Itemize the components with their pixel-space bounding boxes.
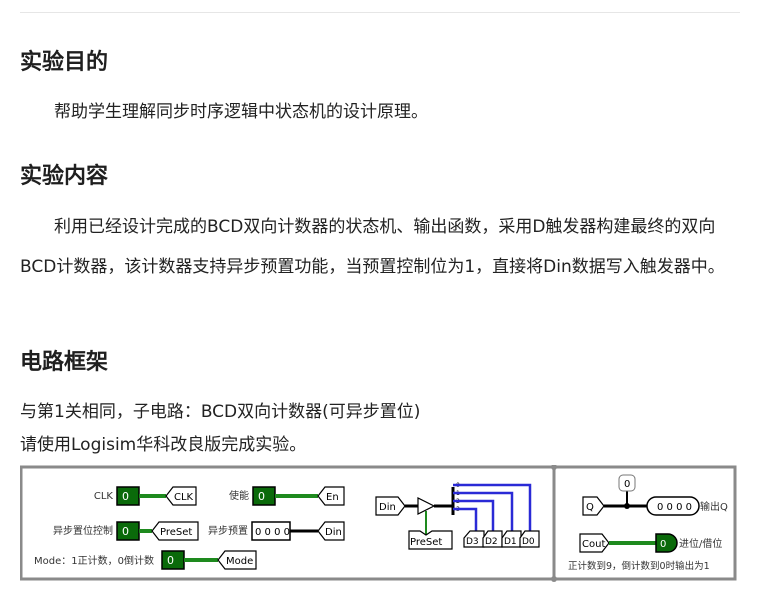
d1-tunnel: D1 xyxy=(501,530,522,548)
heading-experiment-content: 实验内容 xyxy=(20,164,109,189)
d2-tunnel: D2 xyxy=(482,530,503,548)
cout-note: 正计数到9，倒计数到0时输出为1 xyxy=(568,560,710,572)
d0-tunnel: D0 xyxy=(519,530,540,548)
svg-text:PreSet: PreSet xyxy=(410,537,442,548)
framework-line-1: 与第1关相同，子电路：BCD双向计数器(可异步置位) xyxy=(20,402,421,422)
svg-text:D1: D1 xyxy=(504,537,517,547)
clk-tunnel: CLK xyxy=(165,486,197,506)
heading-experiment-goal: 实验目的 xyxy=(20,50,109,75)
q-tunnel: Q xyxy=(582,496,605,516)
svg-text:PreSet: PreSet xyxy=(160,527,192,538)
mode-label: Mode：1正计数，0倒计数 xyxy=(34,554,154,567)
clk-label: CLK xyxy=(94,491,114,502)
svg-text:En: En xyxy=(326,492,339,503)
svg-text:0: 0 xyxy=(122,525,129,538)
svg-text:Mode: Mode xyxy=(226,556,253,567)
circuit-frame xyxy=(19,465,737,581)
goal-text: 帮助学生理解同步时序逻辑中状态机的设计原理。 xyxy=(54,102,428,122)
din-tunnel: Din xyxy=(317,521,345,541)
top-divider xyxy=(20,12,740,13)
svg-text:0 0 0 0: 0 0 0 0 xyxy=(657,502,692,513)
heading-circuit-framework: 电路框架 xyxy=(20,350,109,375)
q-output-label: 输出Q xyxy=(700,500,728,513)
cout-output-led: 0 xyxy=(655,533,678,553)
svg-text:D0: D0 xyxy=(522,537,535,547)
preset-data-pin[interactable]: 0 0 0 0 xyxy=(251,521,291,541)
enable-input-pin[interactable]: 0 xyxy=(252,486,276,506)
din-source-tunnel: Din xyxy=(375,496,406,516)
svg-text:0 0 0 0: 0 0 0 0 xyxy=(255,527,290,538)
svg-text:0: 0 xyxy=(258,490,265,503)
svg-text:Cout: Cout xyxy=(582,539,605,550)
svg-text:Din: Din xyxy=(379,502,396,513)
bit-wires xyxy=(453,483,532,531)
svg-text:Din: Din xyxy=(325,527,342,538)
svg-text:CLK: CLK xyxy=(174,492,194,503)
preset-tunnel: PreSet xyxy=(151,521,199,541)
svg-text:Q: Q xyxy=(586,502,594,513)
probe-indicator: 0 xyxy=(618,474,636,492)
svg-text:0: 0 xyxy=(167,554,174,567)
preset-source-tunnel: PreSet xyxy=(408,530,453,550)
svg-text:0: 0 xyxy=(624,479,630,490)
en-tunnel: En xyxy=(317,486,345,506)
svg-text:D3: D3 xyxy=(466,537,479,547)
preset-control-label: 异步置位控制 xyxy=(53,524,113,537)
q-output-pin: 0 0 0 0 xyxy=(646,496,700,516)
clk-input-pin[interactable]: 0 xyxy=(116,486,140,506)
svg-text:D2: D2 xyxy=(485,537,498,547)
mode-tunnel: Mode xyxy=(217,550,257,570)
svg-text:0: 0 xyxy=(122,490,129,503)
svg-text:0: 0 xyxy=(660,539,666,550)
cout-tunnel: Cout xyxy=(579,533,610,553)
mode-input-pin[interactable]: 0 xyxy=(161,550,185,570)
preset-input-pin[interactable]: 0 xyxy=(116,521,140,541)
enable-label: 使能 xyxy=(229,489,249,502)
circuit-diagram: CLK 0 CLK 使能 0 En 异步置位控制 0 PreSet 异步预置 0… xyxy=(19,464,737,595)
controlled-buffer xyxy=(417,497,436,515)
content-text: 利用已经设计完成的BCD双向计数器的状态机、输出函数，采用D触发器构建最终的双向… xyxy=(20,217,725,277)
framework-line-2: 请使用Logisim华科改良版完成实验。 xyxy=(20,435,307,455)
cout-output-label: 进位/借位 xyxy=(679,537,722,550)
preset-data-label: 异步预置 xyxy=(208,525,248,537)
